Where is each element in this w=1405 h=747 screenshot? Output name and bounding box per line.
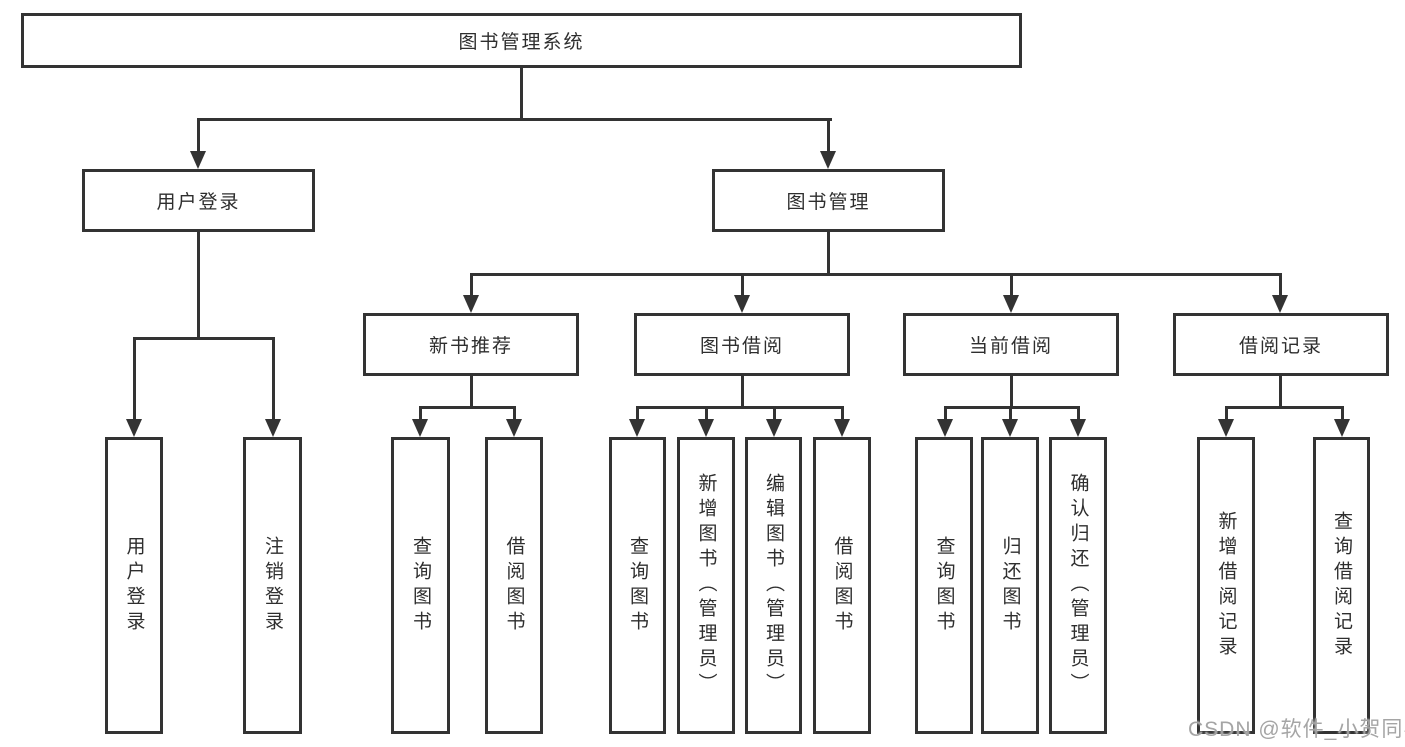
node-borrowing-records: 借阅记录 xyxy=(1173,313,1389,376)
node-new-book-recommendation: 新书推荐 xyxy=(363,313,579,376)
node-borrow-books-recommend: 借阅图书 xyxy=(485,437,543,734)
node-label: 图书借阅 xyxy=(699,336,784,357)
arrow-head xyxy=(1334,419,1350,437)
connector-level2-bar xyxy=(197,118,832,121)
connector-borrowing-records-stem xyxy=(1279,376,1282,406)
connector-drop-book-borrowing xyxy=(741,273,744,297)
connector-new-book-bar xyxy=(419,406,516,409)
arrow-head xyxy=(766,419,782,437)
connector-drop-new-book xyxy=(470,273,473,297)
connector-drop-leaf xyxy=(705,406,708,421)
node-library-management-system: 图书管理系统 xyxy=(21,13,1022,68)
connector-drop-leaf xyxy=(773,406,776,421)
arrow-head xyxy=(1003,295,1019,313)
arrow-head xyxy=(1070,419,1086,437)
csdn-watermark: CSDN @软件_小贺同学 xyxy=(1188,718,1405,741)
connector-drop-leaf xyxy=(1225,406,1228,421)
node-current-borrowing: 当前借阅 xyxy=(903,313,1119,376)
node-book-borrowing: 图书借阅 xyxy=(634,313,850,376)
node-label: 确认归还（管理员） xyxy=(1067,473,1089,698)
connector-new-book-stem xyxy=(470,376,473,406)
node-label: 编辑图书（管理员） xyxy=(763,473,784,698)
arrow-head xyxy=(734,295,750,313)
arrow-head xyxy=(937,419,953,437)
node-label: 用户登录 xyxy=(123,535,145,636)
arrow-head xyxy=(463,295,479,313)
node-label: 新增图书（管理员） xyxy=(695,473,717,698)
node-label: 当前借阅 xyxy=(968,336,1053,357)
connector-user-login-stem xyxy=(197,232,200,337)
node-confirm-return-admin: 确认归还（管理员） xyxy=(1049,437,1107,734)
node-label: 查询借阅记录 xyxy=(1331,510,1352,661)
node-return-books: 归还图书 xyxy=(981,437,1039,734)
connector-drop-leaf xyxy=(841,406,844,421)
connector-drop-leaf xyxy=(636,406,639,421)
node-label: 查询图书 xyxy=(933,535,955,636)
node-edit-books-admin: 编辑图书（管理员） xyxy=(745,437,802,734)
node-label: 新增借阅记录 xyxy=(1215,510,1237,661)
node-logout-login: 注销登录 xyxy=(243,437,302,734)
node-user-login: 用户登录 xyxy=(105,437,163,734)
connector-drop-leaf xyxy=(513,406,516,421)
arrow-head xyxy=(190,151,206,169)
node-add-books-admin: 新增图书（管理员） xyxy=(677,437,735,734)
node-label: 用户登录 xyxy=(156,192,241,213)
node-label: 查询图书 xyxy=(627,535,648,636)
connector-root-stem xyxy=(520,68,523,118)
node-query-books-borrowing: 查询图书 xyxy=(609,437,666,734)
connector-book-borrowing-bar xyxy=(636,406,844,409)
connector-current-borrowing-stem xyxy=(1010,376,1013,406)
connector-drop-borrowing-records xyxy=(1279,273,1282,297)
connector-drop-current-borrowing xyxy=(1010,273,1013,297)
node-label: 新书推荐 xyxy=(428,336,513,357)
connector-borrowing-records-bar xyxy=(1225,406,1344,409)
connector-drop-book-management xyxy=(827,118,830,153)
node-query-books-recommend: 查询图书 xyxy=(391,437,450,734)
node-label: 借阅图书 xyxy=(831,535,853,636)
connector-drop-leaf xyxy=(419,406,422,421)
node-label: 借阅图书 xyxy=(503,535,525,636)
node-label: 图书管理系统 xyxy=(458,32,585,53)
connector-drop-leaf xyxy=(1009,406,1012,421)
connector-drop-user-login-leaf xyxy=(133,337,136,421)
arrow-head xyxy=(265,419,281,437)
node-label: 注销登录 xyxy=(262,535,283,636)
arrow-head xyxy=(126,419,142,437)
connector-current-borrowing-bar xyxy=(944,406,1080,409)
node-label: 查询图书 xyxy=(410,535,431,636)
connector-level3-bar xyxy=(470,273,1282,276)
connector-drop-leaf xyxy=(1341,406,1344,421)
node-add-borrow-record: 新增借阅记录 xyxy=(1197,437,1255,734)
connector-user-login-bar xyxy=(133,337,275,340)
node-book-management-branch: 图书管理 xyxy=(712,169,945,232)
connector-book-management-stem xyxy=(827,232,830,273)
node-user-login-branch: 用户登录 xyxy=(82,169,315,232)
arrow-head xyxy=(412,419,428,437)
connector-drop-leaf xyxy=(1077,406,1080,421)
arrow-head xyxy=(629,419,645,437)
connector-drop-user-login xyxy=(197,118,200,153)
connector-drop-logout-leaf xyxy=(272,337,275,421)
node-label: 借阅记录 xyxy=(1238,336,1323,357)
arrow-head xyxy=(698,419,714,437)
arrow-head xyxy=(1002,419,1018,437)
node-query-borrow-record: 查询借阅记录 xyxy=(1313,437,1370,734)
node-query-books-current: 查询图书 xyxy=(915,437,973,734)
node-borrow-books-borrowing: 借阅图书 xyxy=(813,437,871,734)
node-label: 图书管理 xyxy=(786,192,871,213)
arrow-head xyxy=(1272,295,1288,313)
arrow-head xyxy=(506,419,522,437)
node-label: 归还图书 xyxy=(999,535,1021,636)
arrow-head xyxy=(1218,419,1234,437)
connector-book-borrowing-stem xyxy=(741,376,744,406)
arrow-head xyxy=(820,151,836,169)
arrow-head xyxy=(834,419,850,437)
connector-drop-leaf xyxy=(944,406,947,421)
